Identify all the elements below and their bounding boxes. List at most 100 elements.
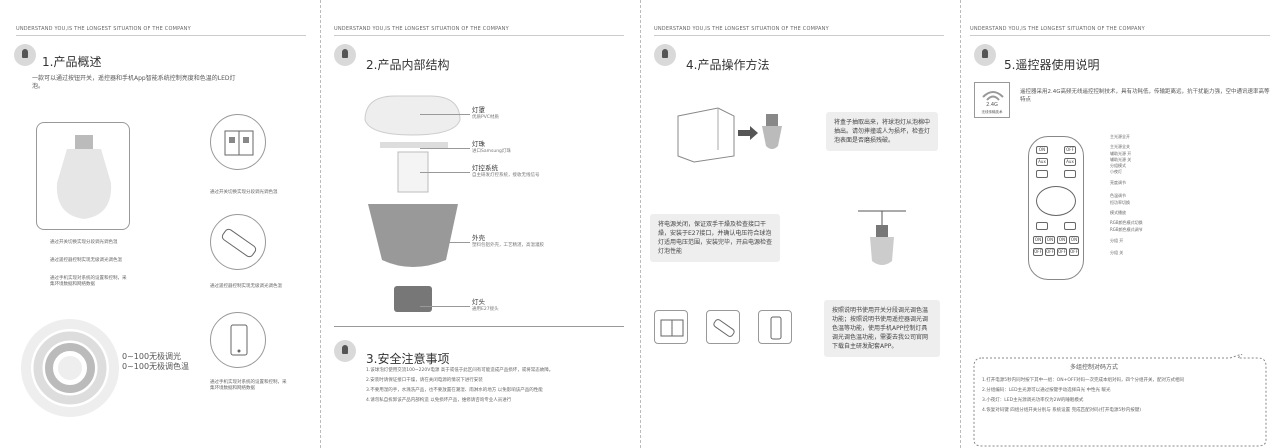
remote-label: 色温调节 bbox=[1110, 193, 1126, 198]
safety-item: 1.该球泡灯使用交流100~220V电源 高于或低于此区间有可能造成产品损坏，或… bbox=[366, 368, 554, 373]
remote-label: 主光源全开 bbox=[1110, 134, 1130, 139]
section-title: 1.产品概述 bbox=[42, 55, 102, 69]
caption: 通过手机实现对系统的设置和控制，采集环境数据和网络数据 bbox=[50, 276, 127, 287]
part-name: 灯头 bbox=[472, 298, 485, 306]
header-text: UNDERSTAND YOU,IS THE LONGEST SITUATION … bbox=[334, 26, 509, 32]
section-title: 4.产品操作方法 bbox=[686, 58, 770, 72]
remote-label: 小夜灯 bbox=[1110, 169, 1122, 174]
header-rule bbox=[654, 35, 944, 36]
step-note: 将电源关闭，保证双手干燥及检查接口干燥，安装于E27接口，并确认电压符合球泡灯适… bbox=[650, 214, 780, 262]
safety-item: 4.请勿私自拆卸该产品内部构造 以免损坏产品，维修请咨询专业人员进行 bbox=[366, 398, 512, 403]
switch-icon-box bbox=[654, 310, 688, 344]
leader-line bbox=[420, 148, 470, 149]
remote-icon-box bbox=[706, 310, 740, 344]
switch-icon bbox=[224, 130, 254, 156]
part-name: 外壳 bbox=[472, 234, 485, 242]
part-name: 灯控系统 bbox=[472, 164, 498, 172]
header-text: UNDERSTAND YOU,IS THE LONGEST SITUATION … bbox=[16, 26, 191, 32]
badge-top: 2.4G bbox=[986, 102, 998, 108]
badge-bottom: 无线传输技术 bbox=[981, 110, 1003, 114]
phone-icon bbox=[230, 324, 248, 356]
ring-label: 0~100无极调色温 bbox=[122, 362, 190, 371]
panel-structure: UNDERSTAND YOU,IS THE LONGEST SITUATION … bbox=[320, 0, 640, 448]
panel-divider bbox=[320, 0, 321, 448]
unboxing-illustration bbox=[677, 107, 782, 163]
panel-remote: UNDERSTAND YOU,IS THE LONGEST SITUATION … bbox=[960, 0, 1280, 448]
caption: 通过开关切换实现分段调光调色温 bbox=[210, 190, 278, 195]
group2-on-button: ON bbox=[1045, 236, 1055, 244]
remote-label: 分组模式 bbox=[1110, 163, 1126, 168]
phone-icon bbox=[770, 316, 782, 340]
pairing-step: 4.恢复对码键 四组分组开关分别与 系统设置 完成匹配对码(打开电源5秒内按键) bbox=[982, 408, 1141, 413]
installed-bulb-illustration bbox=[858, 210, 906, 265]
remote-icon bbox=[221, 228, 257, 258]
aux-off-button: Aux bbox=[1064, 158, 1076, 166]
remote-intro: 遥控器采用2.4G高频无线遥控控制技术，具有功耗低，传输距离远，抗干扰能力强，空… bbox=[1020, 89, 1270, 103]
part-desc: 塑料包铝外壳，工艺精湛，高温灌胶 bbox=[472, 243, 544, 248]
group2-off-button: OFF bbox=[1045, 248, 1055, 256]
step-note: 按照说明书使用开关分段调光调色温功能；按照说明书使用遥控器调光调色温等功能，使用… bbox=[824, 300, 940, 357]
panel-divider bbox=[960, 0, 961, 448]
remote-label: 辅助光源 开 bbox=[1110, 151, 1132, 156]
moon-icon bbox=[1036, 170, 1048, 178]
header-text: UNDERSTAND YOU,IS THE LONGEST SITUATION … bbox=[654, 26, 829, 32]
leader-line bbox=[420, 172, 470, 173]
section-rule bbox=[334, 326, 624, 327]
brightness-dial bbox=[1036, 186, 1076, 216]
panel-divider bbox=[640, 0, 641, 448]
off-button: OFF bbox=[1064, 146, 1076, 154]
remote-label: 模式播放 bbox=[1110, 210, 1126, 215]
dimming-ring-chart bbox=[21, 319, 119, 417]
panel-overview: UNDERSTAND YOU,IS THE LONGEST SITUATION … bbox=[0, 0, 320, 448]
panel-operation: UNDERSTAND YOU,IS THE LONGEST SITUATION … bbox=[640, 0, 960, 448]
intro-text: 一款可以通过按钮开关，遥控器和手机App智能系统控制亮度和色温的LED灯泡。 bbox=[32, 75, 236, 90]
part-desc: 优质PVC材质 bbox=[472, 115, 499, 120]
caption: 通过遥控器控制实现无级调光调色温 bbox=[210, 284, 282, 289]
header-text: UNDERSTAND YOU,IS THE LONGEST SITUATION … bbox=[970, 26, 1145, 32]
section-title: 3.安全注意事项 bbox=[366, 352, 450, 366]
wifi-icon bbox=[982, 91, 1004, 101]
phone-icon-circle bbox=[210, 312, 266, 368]
group4-off-button: OFF bbox=[1069, 248, 1079, 256]
leader-line bbox=[420, 242, 470, 243]
wireless-badge: 2.4G 无线传输技术 bbox=[974, 82, 1010, 118]
part-name: 灯珠 bbox=[472, 140, 485, 148]
exploded-bulb-diagram bbox=[364, 95, 461, 312]
safety-item: 2.安装时请保证接口干燥，请在关闭电源的情况下进行安装 bbox=[366, 378, 483, 383]
remote-label: 分组 关 bbox=[1110, 250, 1124, 255]
part-name: 灯罩 bbox=[472, 106, 485, 114]
bulb-icon bbox=[654, 44, 676, 66]
pairing-step: 1.打开电源5秒内同时按下其中一组：ON+OFF对码一次完成本组对码，四个分组开… bbox=[982, 378, 1185, 383]
switch-icon bbox=[660, 319, 684, 337]
remote-label: 亮度调节 bbox=[1110, 180, 1126, 185]
caption: 通过遥控器控制实现无级调光调色温 bbox=[50, 258, 122, 263]
caption: 通过手机实现对系统的设置和控制，采集环境数据和网络数据 bbox=[210, 380, 287, 391]
rgb-button bbox=[1064, 222, 1076, 230]
remote-label: 恒功率切换 bbox=[1110, 200, 1130, 205]
mode-button bbox=[1036, 222, 1048, 230]
leader-line bbox=[420, 306, 470, 307]
remote-icon bbox=[713, 319, 735, 337]
group3-off-button: OFF bbox=[1057, 248, 1067, 256]
remote-label: 辅助光源 关 bbox=[1110, 157, 1132, 162]
header-rule bbox=[334, 35, 624, 36]
part-desc: 通用E27接头 bbox=[472, 307, 499, 312]
leader-line bbox=[420, 114, 470, 115]
caption: 通过开关切换实现分段调光调色温 bbox=[50, 240, 118, 245]
remote-label: 主光源全关 bbox=[1110, 144, 1130, 149]
on-button: ON bbox=[1036, 146, 1048, 154]
pairing-step: 3.小夜灯：LED主光源调光功率仅为2W的睡眠模式 bbox=[982, 398, 1084, 403]
part-desc: 进口Samsung灯珠 bbox=[472, 149, 511, 154]
remote-body bbox=[1028, 136, 1084, 280]
group4-on-button: ON bbox=[1069, 236, 1079, 244]
remote-label: 分组 开 bbox=[1110, 238, 1124, 243]
remote-icon-circle bbox=[210, 214, 266, 270]
pairing-title: 多组控制对码方式 bbox=[1070, 364, 1119, 371]
header-rule bbox=[970, 35, 1270, 36]
bulb-icon bbox=[334, 44, 356, 66]
group1-off-button: OFF bbox=[1033, 248, 1043, 256]
switch-icon-circle bbox=[210, 114, 266, 170]
part-desc: 自主研发灯控系统，接收无线信号 bbox=[472, 173, 540, 178]
bulb-illustration bbox=[56, 135, 112, 219]
remote-label: RGB颜色模式调节 bbox=[1110, 227, 1143, 232]
